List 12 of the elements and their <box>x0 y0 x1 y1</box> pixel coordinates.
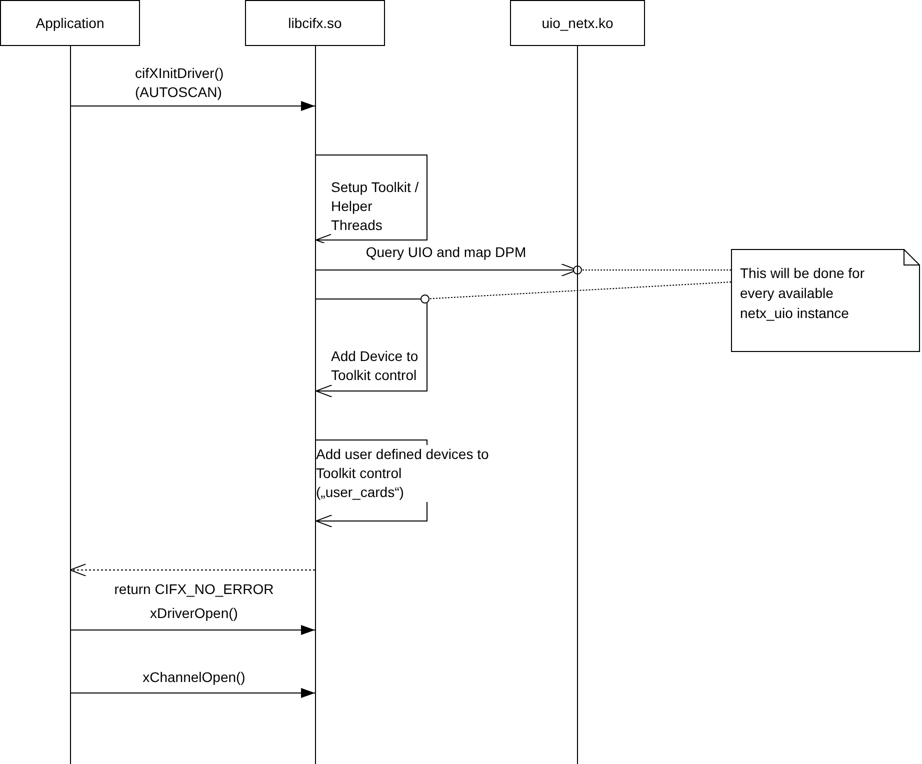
note-text: This will be done for every available netx_uio instance <box>740 264 866 323</box>
message-arrow <box>70 688 316 698</box>
note <box>731 249 920 352</box>
leader-line <box>573 266 732 274</box>
participant-box: uio_netx.ko <box>510 0 645 46</box>
return-arrow <box>70 564 316 576</box>
participant-box: libcifx.so <box>245 0 385 46</box>
message-arrow <box>70 625 316 635</box>
leader-line <box>420 282 732 304</box>
participant-box: Application <box>0 0 140 46</box>
self-message-arrow <box>314 298 428 398</box>
message-arrow <box>70 101 316 111</box>
